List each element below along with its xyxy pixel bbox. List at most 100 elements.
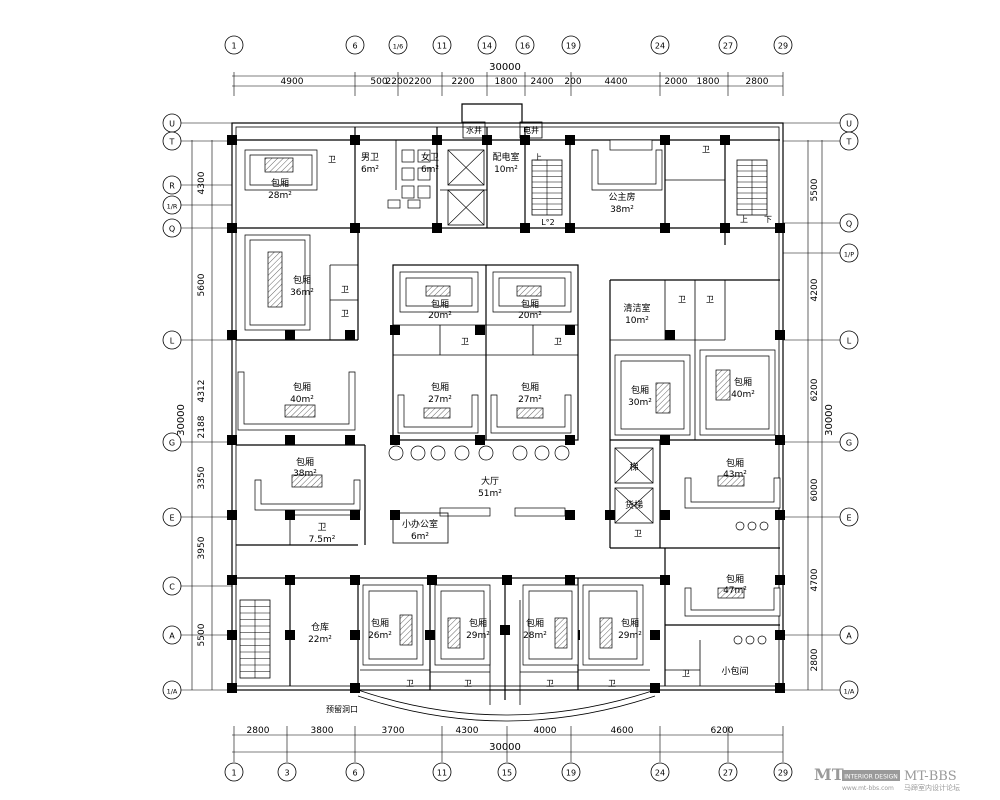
bottom-axis-1: 3 (277, 762, 297, 782)
right-axis-1-label: T (846, 138, 852, 147)
right-axis-2-label: Q (846, 220, 852, 229)
room-r16-name: 包厢 (621, 617, 639, 629)
fixture-dot-4 (745, 635, 755, 645)
room-hall-name: 大厅 (481, 475, 499, 487)
right-axis-7: A (839, 625, 859, 645)
right-dim-0: 5500 (810, 178, 820, 201)
column-8 (227, 223, 237, 233)
right-dim-2: 6200 (810, 378, 820, 401)
column-19 (390, 325, 400, 335)
top-total-dim: 30000 (489, 62, 521, 73)
bottom-dim-4: 4000 (534, 726, 557, 736)
column-55 (775, 630, 785, 640)
bottom-axis-5-label: 19 (566, 769, 576, 778)
bottom-dim-0: 2800 (247, 726, 270, 736)
wc-label-12: 卫 (608, 679, 616, 688)
room-elec-name: 配电室 (492, 151, 519, 163)
top-axis-5: 16 (515, 35, 535, 55)
wc-stall-1 (417, 149, 431, 163)
top-axis-6: 19 (561, 35, 581, 55)
top-axis-8-label: 27 (723, 42, 733, 51)
top-axis-9: 29 (773, 35, 793, 55)
column-44 (502, 575, 512, 585)
bottom-axis-0-label: 1 (231, 769, 236, 778)
label-stair-lr: L°2 (541, 218, 555, 227)
column-50 (350, 630, 360, 640)
right-axis-0: U (839, 113, 859, 133)
watermark-site: MT-BBS (904, 769, 957, 784)
left-axis-8: C (162, 576, 182, 596)
label-passenger-lift: 梯 (629, 461, 638, 473)
room-r8-name: 包厢 (521, 381, 539, 393)
column-22 (665, 330, 675, 340)
right-axis-bubbles: UT Q 1/P L G E A 1/A (783, 113, 859, 700)
room-r3-name: 包厢 (293, 381, 311, 393)
right-axis-5: G (839, 432, 859, 452)
room-wc-f-name: 女卫 (421, 151, 439, 163)
fixture-dot-2 (759, 521, 769, 531)
bottom-axis-7-label: 27 (723, 769, 733, 778)
room-r7-name: 包厢 (431, 381, 449, 393)
left-axis-7: E (162, 507, 182, 527)
column-21 (565, 325, 575, 335)
left-axis-3: 1/R (162, 195, 182, 215)
room-r9-area: 30m² (628, 398, 652, 408)
room-r4-name: 包厢 (296, 456, 314, 468)
left-axis-7-label: E (169, 514, 174, 523)
column-45 (565, 575, 575, 585)
wc-sink-0 (387, 199, 401, 209)
right-axis-3-label: 1/P (844, 251, 854, 259)
top-dim-10: 1800 (697, 77, 720, 87)
top-axis-7: 24 (650, 35, 670, 55)
wc-label-0: 卫 (328, 155, 336, 164)
bottom-axis-6: 24 (650, 762, 670, 782)
column-16 (227, 330, 237, 340)
fixture-dot-0 (735, 521, 745, 531)
room-r16-area: 29m² (618, 631, 642, 641)
watermark-tag: INTERIOR DESIGN (844, 774, 898, 781)
room-r8-area: 27m² (518, 395, 542, 405)
top-axis-5-label: 16 (520, 42, 530, 51)
top-axis-8: 27 (718, 35, 738, 55)
right-axis-8-label: 1/A (844, 688, 855, 696)
hall-chair-5 (512, 445, 528, 461)
bottom-axis-0: 1 (224, 762, 244, 782)
bottom-axis-4-label: 15 (502, 769, 512, 778)
watermark-mt: MT (814, 765, 844, 784)
bottom-axis-6-label: 24 (655, 769, 665, 778)
room-hall-area: 51m² (478, 489, 502, 499)
building-outline (231, 103, 784, 722)
left-axis-10-label: 1/A (167, 688, 178, 696)
column-0 (227, 135, 237, 145)
column-18 (345, 330, 355, 340)
right-total-dim: 30000 (824, 404, 835, 436)
left-axis-10: 1/A (162, 680, 182, 700)
right-axis-6-label: E (846, 514, 851, 523)
room-elec-area: 10m² (494, 165, 518, 175)
left-axis-6: G (162, 432, 182, 452)
right-axis-4: L (839, 330, 859, 350)
left-axis-5-label: L (170, 337, 175, 346)
room-r2-area: 36m² (290, 288, 314, 298)
right-axis-3: 1/P (839, 243, 859, 263)
left-axis-2: R (162, 175, 182, 195)
room-r6-name: 包厢 (521, 298, 539, 310)
column-40 (227, 575, 237, 585)
room-r10-area: 40m² (731, 390, 755, 400)
room-r14-area: 29m² (466, 631, 490, 641)
column-25 (285, 435, 295, 445)
room-office-area: 6m² (411, 532, 429, 542)
top-dim-5: 1800 (495, 77, 518, 87)
hall-chair-6 (534, 445, 550, 461)
top-axis-4-label: 14 (482, 42, 492, 51)
room-r1-area: 28m² (268, 191, 292, 201)
hall-chair-2 (430, 445, 446, 461)
room-r2-name: 包厢 (293, 274, 311, 286)
column-43 (427, 575, 437, 585)
stair-top-center (531, 159, 563, 216)
top-axis-0-label: 1 (231, 42, 236, 51)
bottom-axis-7: 27 (718, 762, 738, 782)
